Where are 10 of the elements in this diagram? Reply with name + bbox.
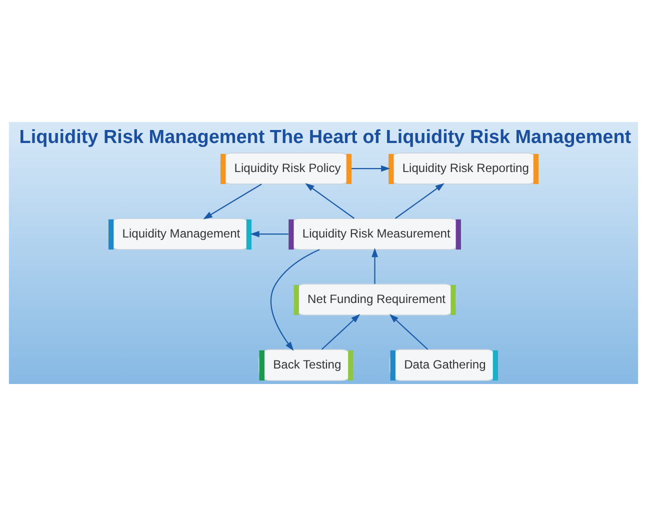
diagram-title: Liquidity Risk Management The Heart of Liquidity Risk Management [19, 127, 632, 148]
arrow [395, 183, 444, 219]
arrow [270, 249, 320, 351]
arrow [203, 184, 262, 220]
arrow [372, 248, 378, 284]
arrow [321, 314, 360, 350]
arrow [250, 230, 288, 238]
arrow [305, 183, 355, 219]
arrow [389, 314, 428, 350]
arrow [352, 165, 390, 172]
